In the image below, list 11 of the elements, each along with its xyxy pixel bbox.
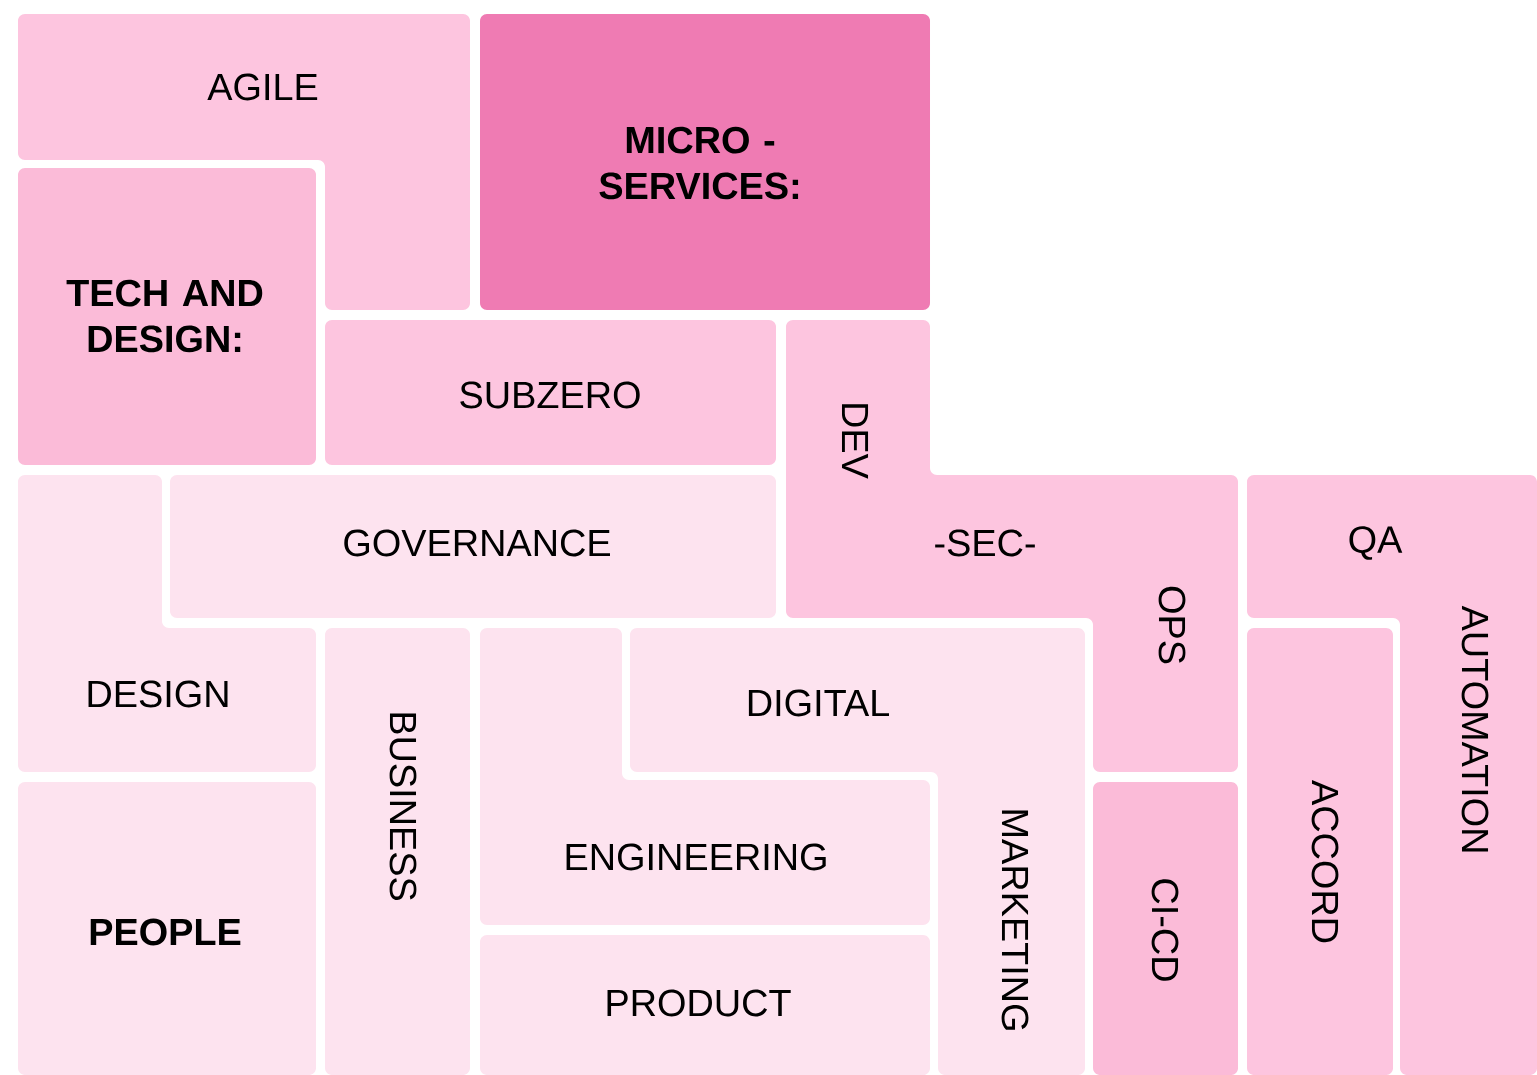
- tile: TECH AND DESIGN:: [18, 168, 316, 465]
- tile: ACCORD: [1247, 628, 1393, 1075]
- tile: GOVERNANCE: [170, 475, 776, 618]
- tile: MICRO -SERVICES:: [480, 14, 930, 310]
- tile: BUSINESS: [325, 628, 470, 1075]
- tile: DESIGN: [18, 475, 316, 772]
- tile: CI-CD: [1093, 782, 1238, 1075]
- tile: PEOPLE: [18, 782, 316, 1075]
- node-label: MARKETING: [1001, 810, 1029, 1030]
- tile: PRODUCT: [480, 935, 930, 1075]
- tile: SUBZERO: [325, 320, 776, 465]
